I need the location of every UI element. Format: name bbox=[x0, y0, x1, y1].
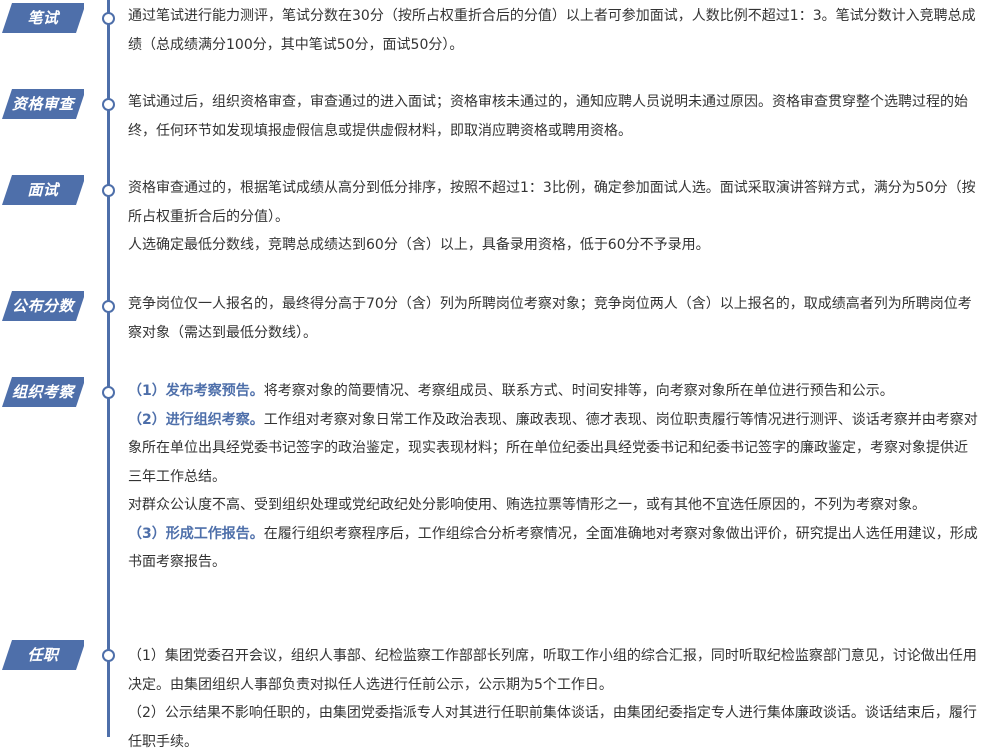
timeline-node-icon bbox=[102, 386, 115, 399]
paragraph: 笔试通过后，组织资格审查，审查通过的进入面试；资格审核未通过的，通知应聘人员说明… bbox=[128, 94, 968, 139]
section-label: 资格审查 bbox=[2, 89, 84, 119]
timeline-node-icon bbox=[102, 649, 115, 662]
paragraph: （2）进行组织考察。工作组对考察对象日常工作及政治表现、廉政表现、德才表现、岗位… bbox=[128, 406, 978, 492]
section-label: 笔试 bbox=[2, 3, 84, 33]
highlight-heading: （1）发布考察预告。 bbox=[128, 383, 264, 399]
section-content: 资格审查通过的，根据笔试成绩从高分到低分排序，按照不超过1：3比例，确定参加面试… bbox=[128, 174, 978, 260]
timeline-node-icon bbox=[102, 184, 115, 197]
section-label: 组织考察 bbox=[2, 377, 84, 407]
paragraph-text: 在履行组织考察程序后，工作组综合分析考察情况，全面准确地对考察对象做出评价，研究… bbox=[128, 525, 978, 571]
timeline-line bbox=[107, 0, 110, 737]
section-label: 公布分数 bbox=[2, 291, 84, 321]
paragraph: 人选确定最低分数线，竞聘总成绩达到60分（含）以上，具备录用资格，低于60分不予… bbox=[128, 237, 710, 253]
paragraph: （1）发布考察预告。将考察对象的简要情况、考察组成员、联系方式、时间安排等，向考… bbox=[128, 377, 978, 406]
paragraph: 通过笔试进行能力测评，笔试分数在30分（按所占权重折合后的分值）以上者可参加面试… bbox=[128, 8, 976, 53]
paragraph-text: 将考察对象的简要情况、考察组成员、联系方式、时间安排等，向考察对象所在单位进行预… bbox=[263, 383, 894, 399]
paragraph: （3）形成工作报告。在履行组织考察程序后，工作组综合分析考察情况，全面准确地对考… bbox=[128, 520, 978, 577]
paragraph: 竞争岗位仅一人报名的，最终得分高于70分（含）列为所聘岗位考察对象；竞争岗位两人… bbox=[128, 296, 972, 341]
section-label: 任职 bbox=[2, 640, 84, 670]
highlight-heading: （2）进行组织考察。 bbox=[128, 411, 264, 428]
section-label: 面试 bbox=[2, 175, 84, 205]
highlight-heading: （3）形成工作报告。 bbox=[128, 525, 264, 542]
section-content: 通过笔试进行能力测评，笔试分数在30分（按所占权重折合后的分值）以上者可参加面试… bbox=[128, 2, 978, 59]
paragraph-text: 工作组对考察对象日常工作及政治表现、廉政表现、德才表现、岗位职责履行等情况进行测… bbox=[128, 411, 978, 485]
paragraph: （2）公示结果不影响任职的，由集团党委指派专人对其进行任职前集体谈话，由集团纪委… bbox=[128, 705, 977, 750]
timeline-node-icon bbox=[102, 98, 115, 111]
section-content: （1）发布考察预告。将考察对象的简要情况、考察组成员、联系方式、时间安排等，向考… bbox=[128, 377, 978, 577]
paragraph: 对群众公认度不高、受到组织处理或党纪政纪处分影响使用、贿选拉票等情形之一，或有其… bbox=[128, 497, 926, 513]
paragraph: 资格审查通过的，根据笔试成绩从高分到低分排序，按照不超过1：3比例，确定参加面试… bbox=[128, 180, 976, 225]
timeline-node-icon bbox=[102, 12, 115, 25]
timeline-node-icon bbox=[102, 300, 115, 313]
section-content: 笔试通过后，组织资格审查，审查通过的进入面试；资格审核未通过的，通知应聘人员说明… bbox=[128, 88, 978, 145]
section-content: 竞争岗位仅一人报名的，最终得分高于70分（含）列为所聘岗位考察对象；竞争岗位两人… bbox=[128, 290, 978, 347]
paragraph: （1）集团党委召开会议，组织人事部、纪检监察工作部部长列席，听取工作小组的综合汇… bbox=[128, 648, 977, 693]
section-content: （1）集团党委召开会议，组织人事部、纪检监察工作部部长列席，听取工作小组的综合汇… bbox=[128, 642, 978, 756]
